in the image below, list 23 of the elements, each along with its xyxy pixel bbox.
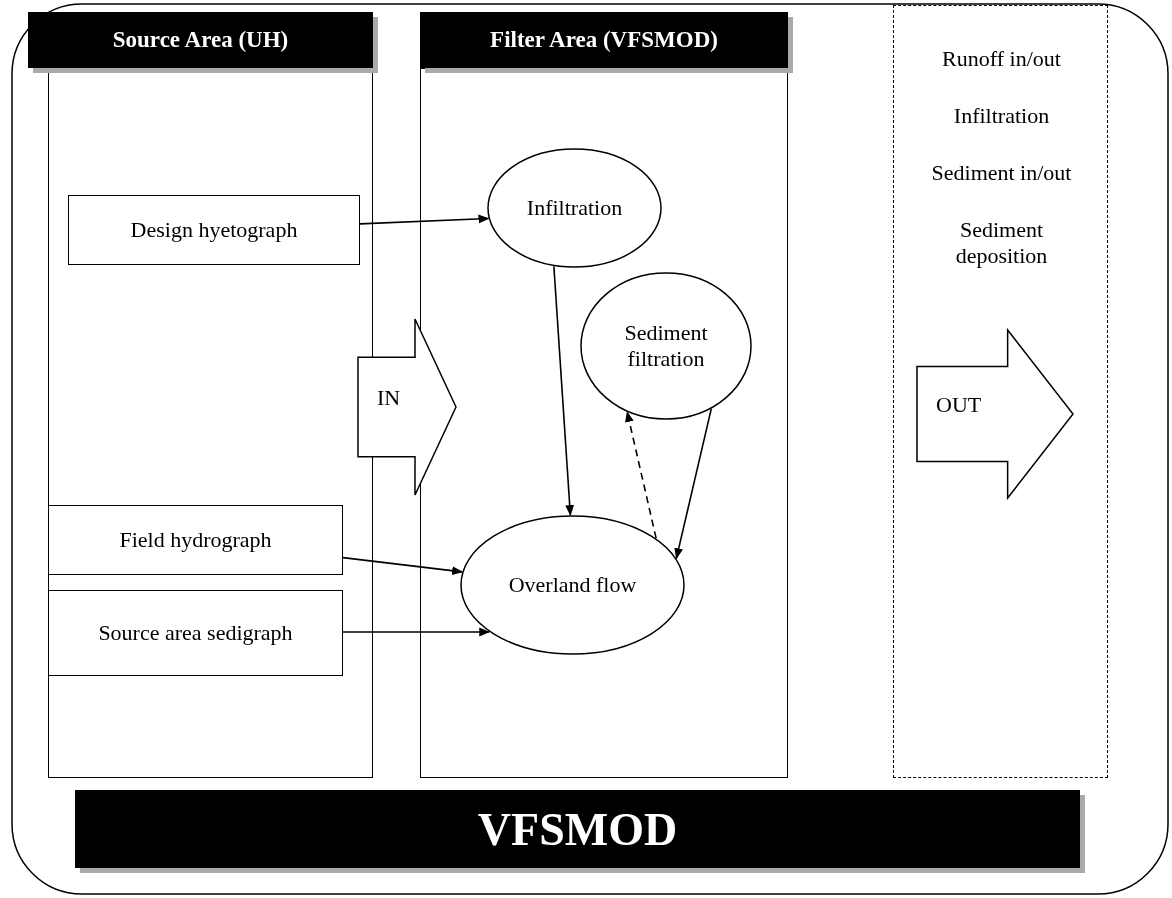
ellipse-label: Sediment filtration — [623, 320, 709, 372]
arrow — [625, 410, 657, 539]
output-item: Runoff in/out — [941, 46, 1062, 73]
input-box — [68, 195, 360, 265]
output-panel — [893, 5, 1108, 778]
box-label: Design hyetograph — [129, 217, 299, 243]
ellipse-label: Infiltration — [525, 195, 624, 221]
box-label: Field hydrograph — [118, 527, 273, 553]
arrow-label: OUT — [936, 392, 982, 419]
arrow — [553, 265, 575, 517]
output-item: Sediment deposition — [954, 217, 1049, 270]
input-box — [48, 505, 343, 575]
box-label: Source area sedigraph — [97, 620, 294, 646]
ellipse-label: Overland flow — [507, 572, 638, 598]
input-box — [48, 590, 343, 676]
arrow-label: IN — [377, 385, 401, 412]
arrow — [674, 408, 713, 560]
arrow — [359, 214, 490, 225]
output-item: Infiltration — [952, 103, 1051, 130]
title-text: VFSMOD — [477, 802, 678, 856]
output-item: Sediment in/out — [930, 160, 1073, 187]
arrow — [342, 556, 464, 576]
arrow — [342, 627, 491, 637]
